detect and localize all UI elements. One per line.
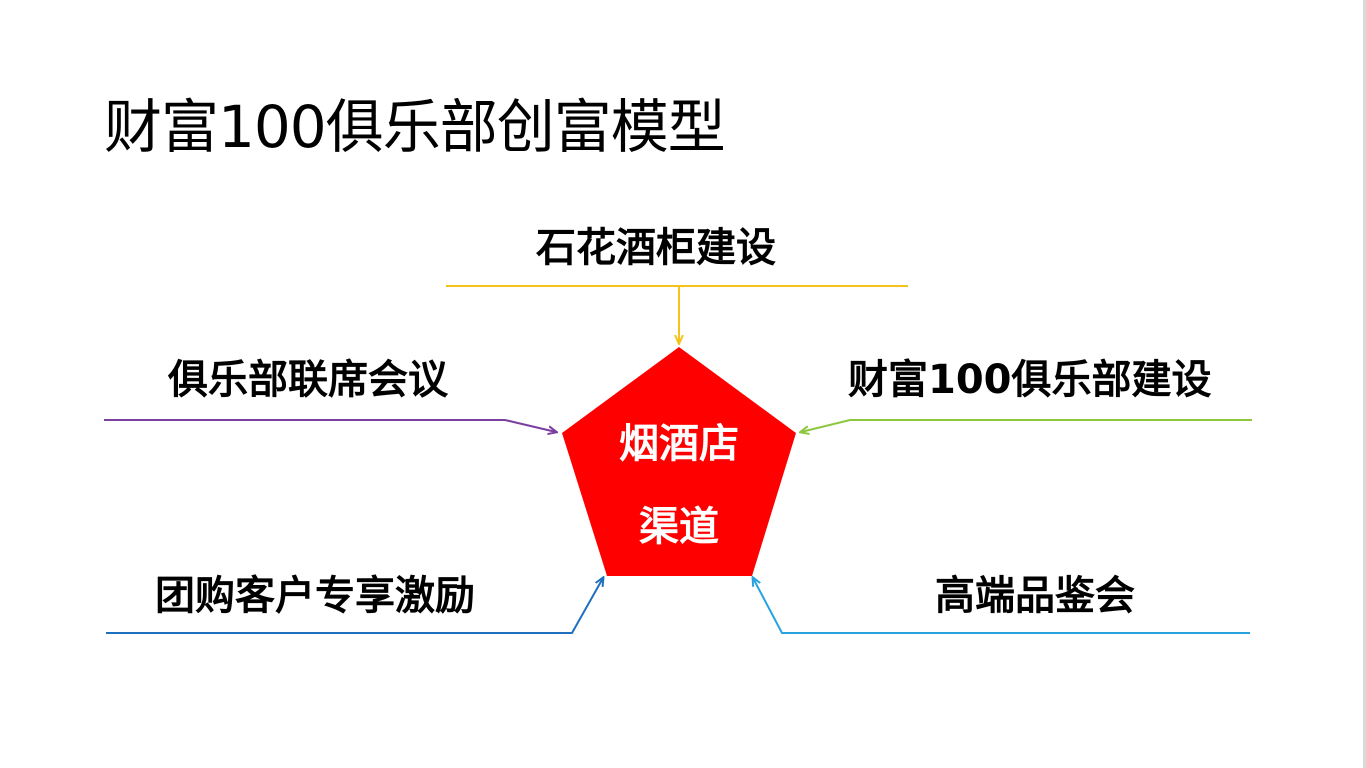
node-label-left-bottom: 团购客户专享激励 bbox=[155, 573, 475, 619]
slide-title: 财富100俱乐部创富模型 bbox=[104, 93, 726, 161]
center-pentagon bbox=[562, 347, 796, 576]
connector-left-mid bbox=[104, 419, 556, 432]
center-label-line2: 渠道 bbox=[639, 504, 719, 550]
connector-right-mid bbox=[801, 419, 1252, 432]
connector-left-bottom bbox=[106, 578, 603, 634]
node-label-left-mid: 俱乐部联席会议 bbox=[168, 357, 448, 403]
slide-right-edge bbox=[1363, 0, 1366, 768]
connector-right-bottom bbox=[753, 578, 1250, 634]
node-label-right-bottom: 高端品鉴会 bbox=[935, 573, 1135, 619]
node-label-top: 石花酒柜建设 bbox=[536, 225, 776, 271]
node-label-right-mid: 财富100俱乐部建设 bbox=[848, 357, 1212, 403]
center-label-line1: 烟酒店 bbox=[619, 421, 739, 467]
